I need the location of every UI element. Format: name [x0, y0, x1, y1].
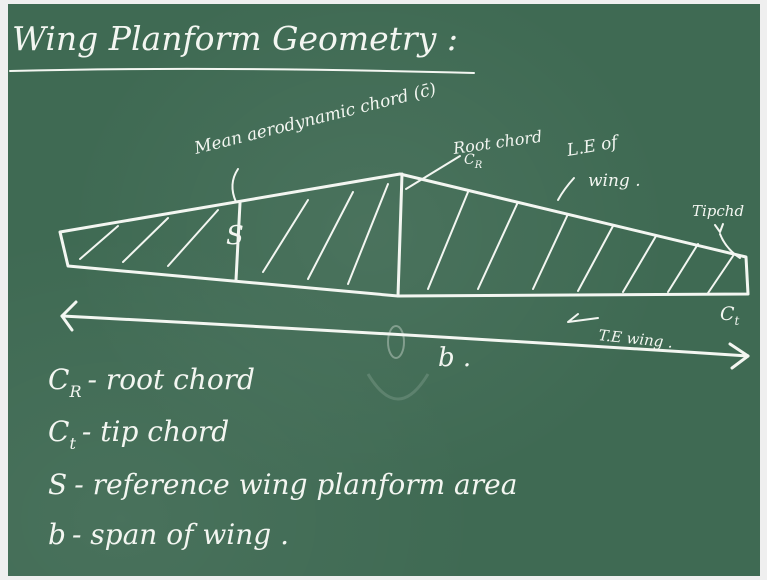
le-label: L.E of [564, 132, 621, 161]
tip-symbol: Ct [720, 303, 740, 328]
legend-item-planform-area: S- reference wing planform area [48, 468, 517, 501]
span-arrow-line [60, 314, 750, 358]
root-symbol: CR [464, 152, 483, 171]
root-pointer [405, 155, 461, 190]
legend-item-root-chord: CR- root chord [48, 363, 255, 401]
te-pointer [567, 313, 599, 323]
legend: CR- root chord Ct- tip chord S- referenc… [48, 363, 517, 551]
span-arrow-right-head [728, 342, 750, 370]
erased-mark-lower [366, 373, 430, 401]
root-chord-line [396, 172, 404, 298]
wing-outline [58, 172, 750, 298]
chalkboard: Wing Planform Geometry : Mean aerodynami… [8, 4, 760, 576]
title-underline [9, 67, 475, 74]
erased-mark [387, 325, 405, 359]
le-label-line2: wing . [588, 171, 641, 191]
mac-label: Mean aerodynamic chord (c̄) [191, 79, 438, 159]
legend-item-tip-chord: Ct- tip chord [48, 415, 229, 453]
tip-chord-label: Tipchd [692, 202, 744, 220]
legend-item-span: b- span of wing . [48, 518, 289, 551]
mac-pointer [231, 168, 239, 203]
span-arrow-left-head [60, 300, 78, 332]
title: Wing Planform Geometry : [12, 19, 458, 58]
tip-pointer-head [714, 223, 724, 233]
wing-hatching [79, 183, 734, 294]
span-symbol: b . [438, 343, 471, 373]
chalk-drawing: Wing Planform Geometry : Mean aerodynami… [9, 19, 750, 551]
mac-line [234, 201, 242, 282]
le-pointer [557, 177, 575, 201]
area-symbol: S [226, 221, 244, 251]
